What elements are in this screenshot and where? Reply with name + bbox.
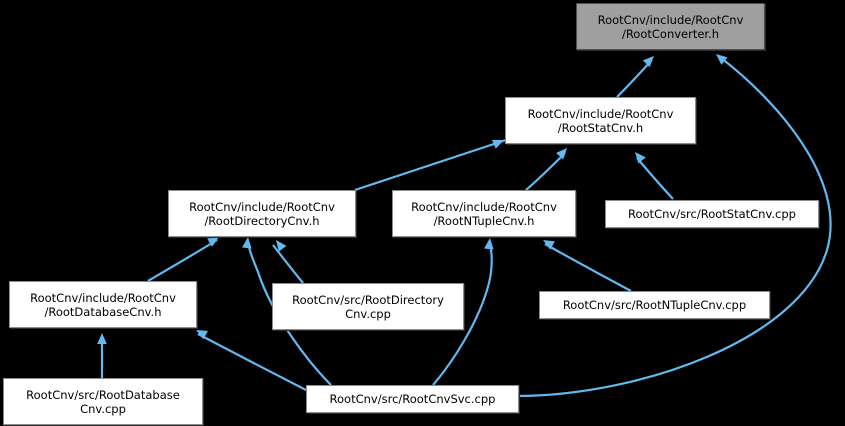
graph-node-label: RootCnv/src/RootDatabase Cnv.cpp (26, 387, 180, 416)
edge-rootstatcnv_h-to-rootconverter_h (616, 60, 652, 98)
graph-node-label: RootCnv/include/RootCnv /RootConverter.h (597, 12, 744, 41)
arrowhead-rootdirectorycnv_h-left (207, 237, 219, 247)
arrowhead-rootntuplecnv_h-left (484, 238, 494, 250)
graph-node-label: RootCnv/include/RootCnv /RootDirectoryCn… (189, 199, 335, 228)
graph-node-label: RootCnv/include/RootCnv /RootStatCnv.h (527, 106, 674, 135)
graph-node-rootntuplecnv_h[interactable]: RootCnv/include/RootCnv /RootNTupleCnv.h (392, 190, 576, 237)
arrowhead-rootstatcnv_h-mid (556, 148, 567, 160)
arrowhead-rootdirectorycnv_h-right (276, 240, 287, 252)
arrowhead-rootconverter_h-left (642, 56, 654, 68)
graph-node-rootstatcnv_h[interactable]: RootCnv/include/RootCnv /RootStatCnv.h (505, 97, 696, 144)
graph-node-rootconverter_h[interactable]: RootCnv/include/RootCnv /RootConverter.h (576, 3, 765, 50)
graph-node-rootdirectorycnv_h[interactable]: RootCnv/include/RootCnv /RootDirectoryCn… (168, 190, 356, 237)
edge-rootcnvsvc_cpp-to-rootdatabasecnv_h (197, 333, 307, 391)
graph-node-label: RootCnv/include/RootCnv /RootNTupleCnv.h (411, 199, 557, 228)
graph-node-label: RootCnv/include/RootCnv /RootDatabaseCnv… (30, 290, 176, 319)
arrowhead-rootntuplecnv_h-right (543, 240, 555, 250)
graph-node-label: RootCnv/src/RootCnvSvc.cpp (329, 392, 496, 406)
graph-node-rootdatabasecnv_cpp[interactable]: RootCnv/src/RootDatabase Cnv.cpp (3, 378, 203, 425)
edge-rootdirectorycnv_h-to-rootstatcnv_h (354, 138, 507, 192)
edge-rootdirectorycnv_cpp-to-rootdirectorycnv_h (272, 244, 304, 284)
graph-node-rootcnvsvc_cpp[interactable]: RootCnv/src/RootCnvSvc.cpp (306, 385, 519, 413)
edge-rootcnvsvc_cpp-to-rootdirectorycnv_h (246, 240, 332, 386)
graph-node-rootdatabasecnv_h[interactable]: RootCnv/include/RootCnv /RootDatabaseCnv… (9, 281, 197, 328)
graph-node-rootntuplecnv_cpp[interactable]: RootCnv/src/RootNTupleCnv.cpp (539, 291, 770, 319)
edge-rootstatcnv_cpp-to-rootstatcnv_h (636, 157, 674, 200)
arrowhead-rootdatabasecnv_cpp-up (97, 333, 107, 344)
arrowhead-rootstatcnv_h-left (491, 139, 504, 149)
edge-rootcnvsvc_cpp-to-rootntuplecnv_h (432, 242, 493, 386)
graph-node-rootdirectorycnv_cpp[interactable]: RootCnv/src/RootDirectory Cnv.cpp (272, 283, 464, 330)
edge-rootntuplecnv_cpp-to-rootntuplecnv_h (544, 243, 632, 292)
arrowhead-rootdatabasecnv_h-right (196, 330, 208, 340)
arrowhead-rootdirectorycnv_h-mid (242, 237, 252, 249)
graph-node-label: RootCnv/src/RootDirectory Cnv.cpp (292, 292, 444, 321)
graph-node-label: RootCnv/src/RootNTupleCnv.cpp (562, 298, 747, 312)
edge-rootntuplecnv_h-to-rootstatcnv_h (525, 152, 566, 191)
arrowhead-rootstatcnv_h-right (635, 152, 646, 164)
graph-node-rootstatcnv_cpp[interactable]: RootCnv/src/RootStatCnv.cpp (605, 200, 819, 228)
arrowhead-rootconverter_h-right (716, 54, 728, 65)
graph-node-label: RootCnv/src/RootStatCnv.cpp (628, 207, 796, 221)
edge-rootdatabasecnv_h-to-rootdirectorycnv_h (147, 239, 218, 282)
edge-rootcnvsvc_cpp-to-rootconverter_h (518, 57, 832, 398)
